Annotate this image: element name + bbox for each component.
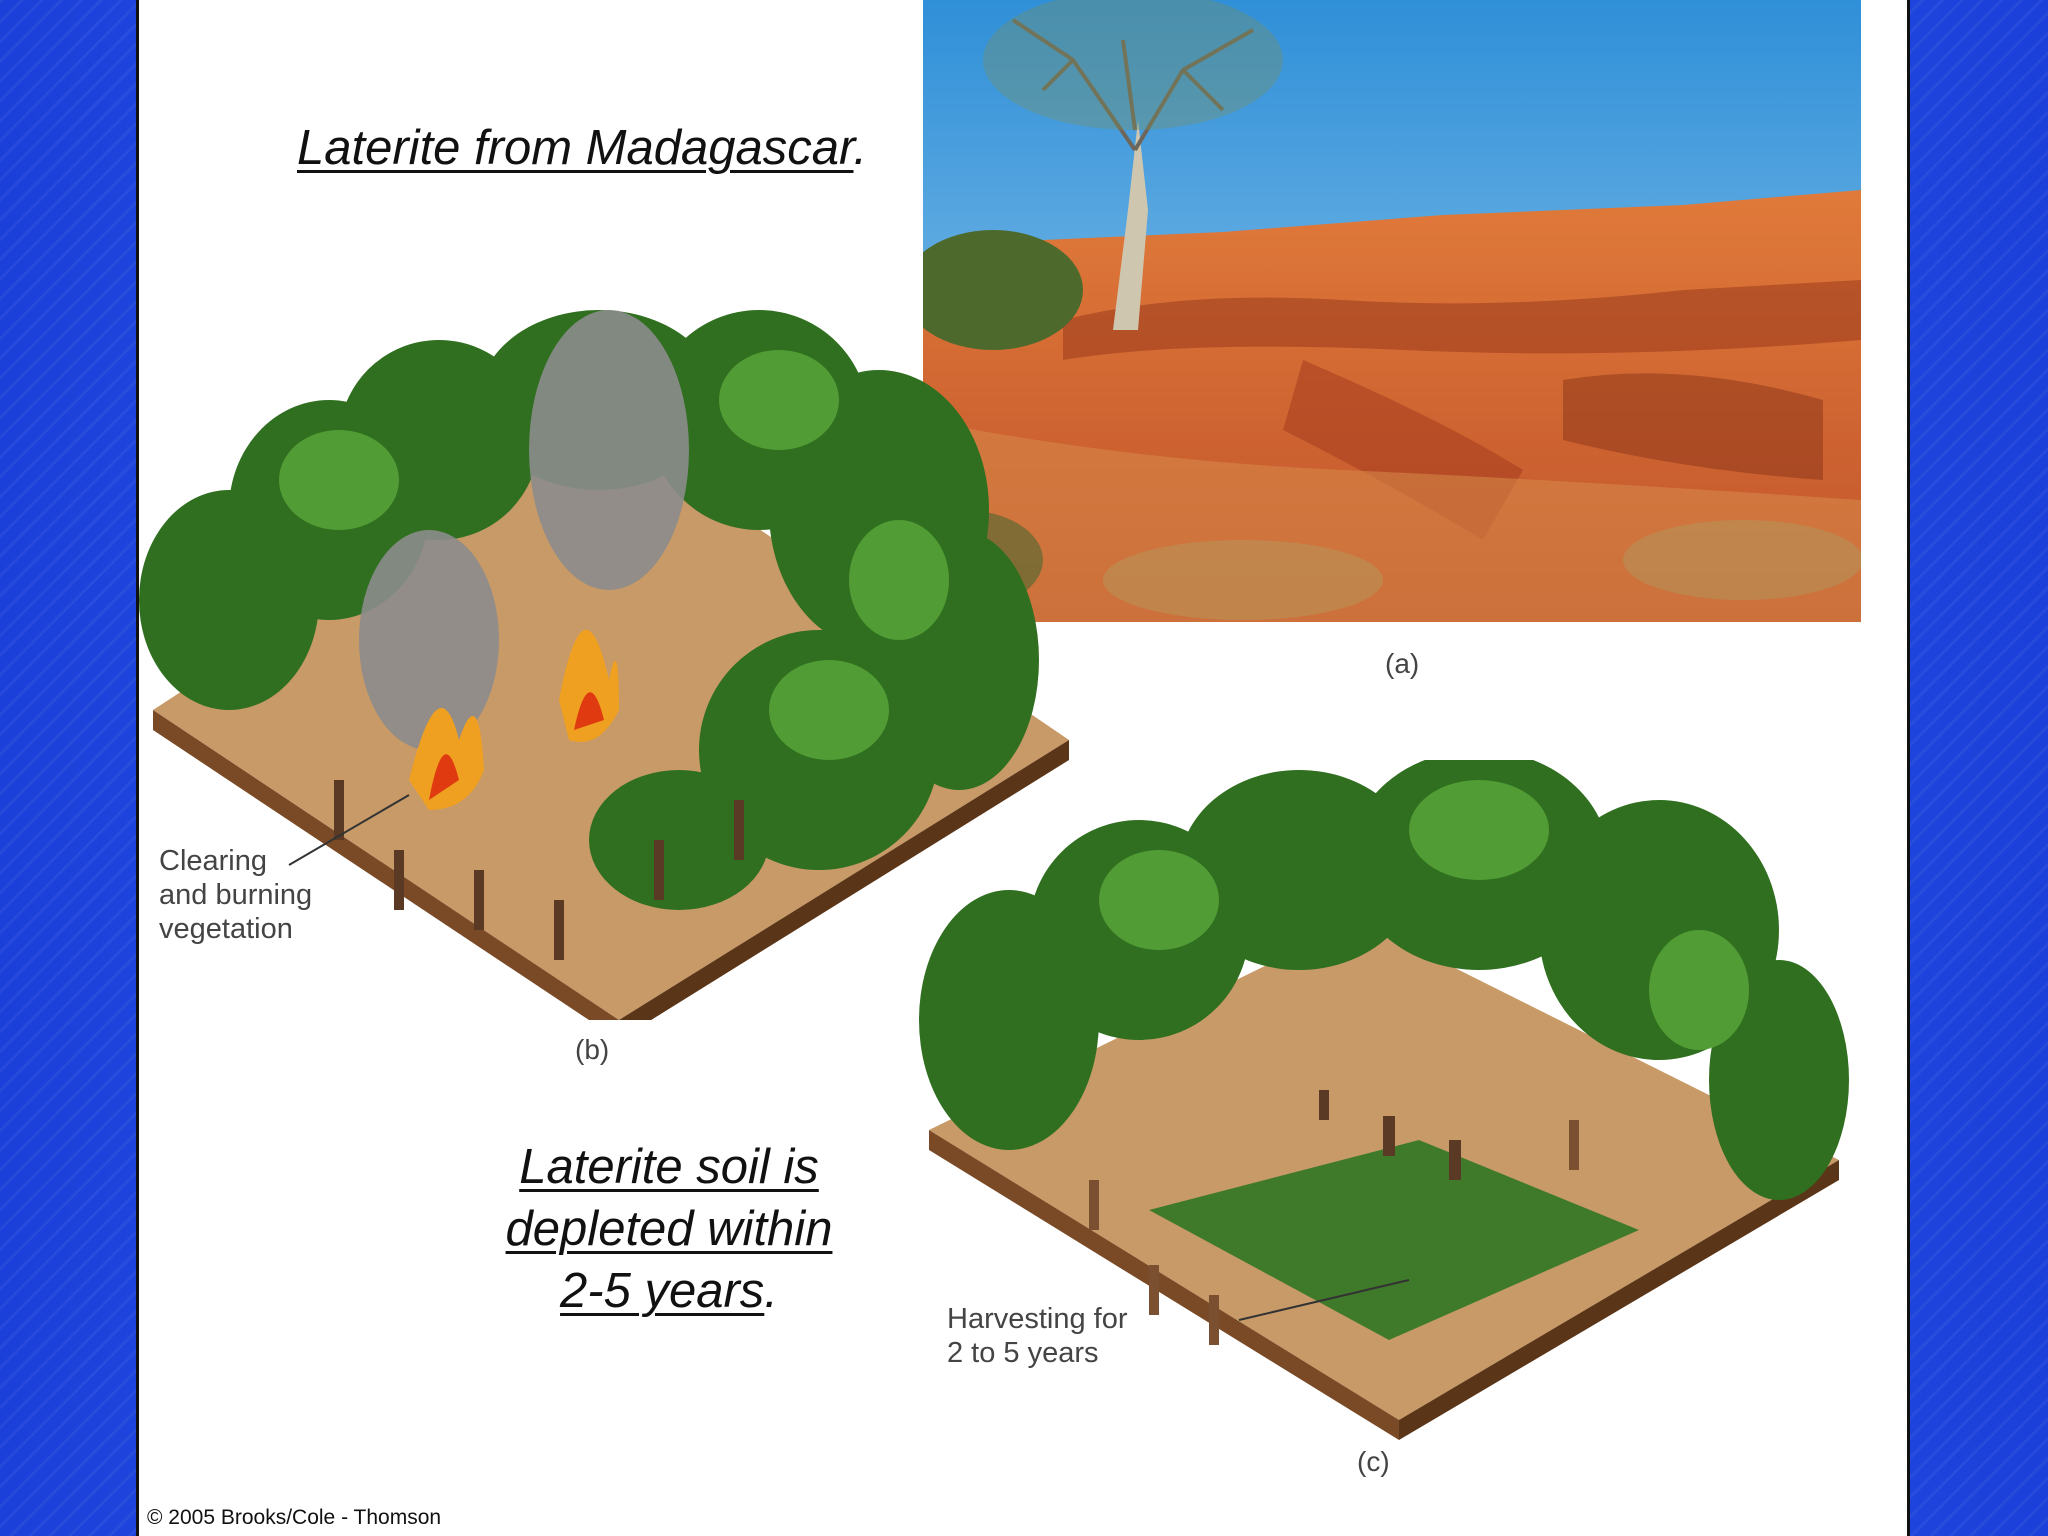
caption-a: (a) [1385, 648, 1420, 679]
clearing-line-1: Clearing [159, 845, 267, 877]
body-text: Laterite soil is depleted within 2-5 yea… [439, 1136, 899, 1322]
clearing-line-2: and burning [159, 879, 313, 911]
clearing-label: Clearing and burning vegetation [159, 844, 312, 946]
body-line-2: depleted within [505, 1202, 833, 1256]
harvest-line-1: Harvesting for [947, 1303, 1128, 1335]
harvest-line-2: 2 to 5 years [947, 1337, 1099, 1369]
clearing-line-3: vegetation [159, 913, 293, 945]
caption-b: (b) [575, 1034, 610, 1065]
title-text: Laterite from Madagascar [297, 121, 854, 175]
body-line-1: Laterite soil is [519, 1140, 819, 1194]
caption-c: (c) [1357, 1446, 1390, 1477]
clearing-burning-illustration [139, 310, 1069, 1020]
copyright-text: © 2005 Brooks/Cole - Thomson [147, 1506, 442, 1529]
title-period: . [853, 121, 868, 175]
harvest-label: Harvesting for 2 to 5 years [947, 1302, 1128, 1370]
slide-title: Laterite from Madagascar. [297, 120, 867, 176]
slide: Laterite from Madagascar. [136, 0, 1910, 1536]
harvesting-illustration [919, 760, 1849, 1440]
body-line-3: 2-5 years [560, 1264, 765, 1318]
body-period: . [764, 1264, 778, 1318]
laterite-photo [923, 0, 1861, 622]
